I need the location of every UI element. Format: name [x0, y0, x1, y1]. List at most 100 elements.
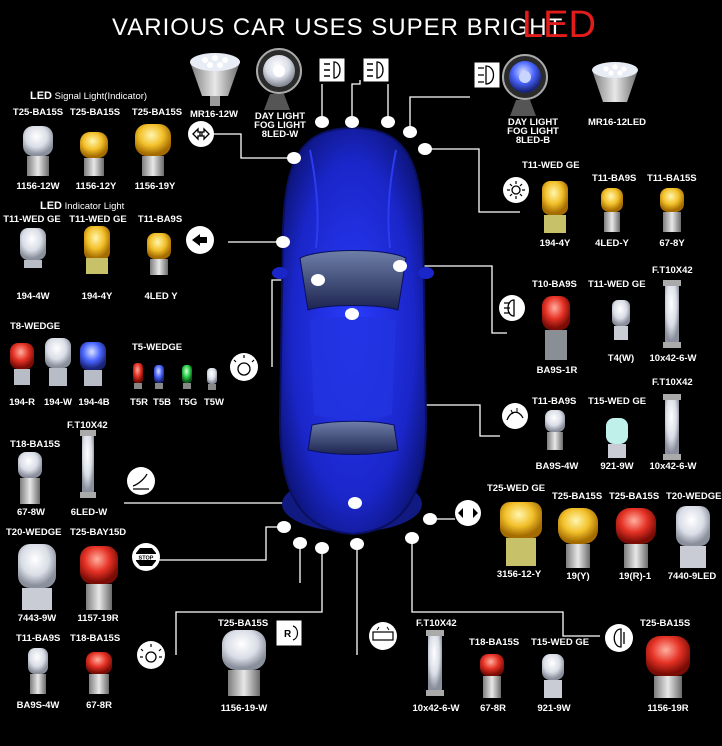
side-marker-icon	[455, 500, 481, 526]
bulb-3156-12-y	[500, 502, 542, 566]
bulb-t5r	[133, 363, 143, 389]
fog-light-b-lamp	[502, 54, 548, 116]
fog-light-icon	[473, 61, 501, 89]
bulb-7443-9w	[18, 544, 56, 610]
label-7440-9led: 7440-9LED	[667, 571, 717, 582]
label-t11-ba9s-b: T11-BA9S	[16, 633, 61, 644]
label-ba9s-4w-right: BA9S-4W	[535, 461, 579, 472]
label-10x42-6-w-low: 10x42-6-W	[649, 461, 697, 472]
bulb-ba9s-1r	[542, 296, 570, 360]
bulb-ba9s-4w-left	[28, 648, 48, 694]
rear-position-icon	[605, 624, 633, 652]
label-194-4y-right: 194-4Y	[539, 238, 571, 249]
label-4led-y-right: 4LED-Y	[595, 238, 629, 249]
seat-light-icon	[127, 467, 155, 495]
signal-group-title: LED Signal Light(Indicator)	[30, 90, 148, 102]
label-t20-wedge-left: T20-WEDGE	[6, 527, 62, 538]
bulb-t5g	[182, 365, 192, 389]
bulb-194-4y-right	[542, 181, 568, 233]
bulb-194-4y-left	[84, 226, 110, 274]
label-1156-19-w: 1156-19-W	[220, 703, 268, 714]
label-t10-ba9s: T10-BA9S	[532, 279, 577, 290]
label-67-8y: 67-8Y	[659, 238, 685, 249]
bulb-images	[10, 48, 710, 698]
label-1157-19r: 1157-19R	[77, 613, 119, 624]
label-fog-w-2: FOG LIGHT	[254, 120, 306, 131]
bulb-1156-12w	[23, 126, 53, 176]
bulb-10x42-6-w-bottom	[426, 630, 444, 696]
label-f-t10x42-a: F.T10X42	[67, 420, 108, 431]
label-t11-wedge-d: T11-WED GE	[588, 279, 646, 290]
label-ba9s-4w-left: BA9S-4W	[16, 700, 60, 711]
bulb-10x42-6-w-mid	[663, 280, 681, 348]
brake-icon: STOP	[132, 543, 160, 571]
label-67-8w: 67-8W	[17, 507, 45, 518]
label-7443-9w: 7443-9W	[17, 613, 57, 624]
label-t5-wedge: T5-WEDGE	[132, 342, 183, 353]
label-194-r: 194-R	[9, 397, 35, 408]
bulb-19-r-1	[616, 508, 656, 568]
label-t5w: T5W	[203, 397, 225, 408]
bulb-1156-19-w	[222, 630, 266, 696]
label-ba9s-1r: BA9S-1R	[536, 365, 578, 376]
svg-text:R: R	[284, 629, 292, 640]
label-19-y: 19(Y)	[566, 571, 590, 582]
bulb-921-9w-right	[606, 418, 628, 458]
label-t11-wedge-c: T11-WED GE	[522, 160, 580, 171]
bulb-194-r	[10, 343, 34, 385]
label-t11-ba9s-d: T11-BA9S	[532, 396, 577, 407]
label-6led-w: 6LED-W	[70, 507, 108, 518]
bulb-1157-19r	[80, 546, 118, 610]
label-t4w: T4(W)	[607, 353, 635, 364]
dome-light-icon	[230, 353, 258, 381]
label-t15-wedge-b: T15-WED GE	[588, 396, 647, 407]
label-t18-ba15s-a: T18-BA15S	[10, 439, 61, 450]
label-1156-12w: 1156-12W	[16, 181, 60, 192]
bulb-921-9w-bottom	[542, 654, 564, 698]
bulb-67-8y	[660, 188, 684, 232]
label-t25-ba15s-g: T25-BA15S	[609, 491, 660, 502]
label-10x42-6-w-bottom: 10x42-6-W	[412, 703, 460, 714]
label-67-8r-bottom: 67-8R	[480, 703, 506, 714]
mr16-12w-bulb	[190, 53, 240, 106]
bulb-194-w	[45, 338, 71, 386]
label-fog-b-3: 8LED-B	[515, 135, 551, 146]
bulb-1156-19y	[135, 124, 171, 176]
label-t11-wedge-b: T11-WED GE	[69, 214, 127, 225]
label-1156-12y: 1156-12Y	[75, 181, 117, 192]
label-194-4w: 194-4W	[16, 291, 50, 302]
bulb-67-8r-left	[86, 652, 112, 694]
label-fog-b-2: FOG LIGHT	[507, 126, 559, 137]
rear-indicator-icon: R	[275, 619, 303, 647]
bulb-19-y	[558, 508, 598, 568]
label-1156-19y: 1156-19Y	[134, 181, 176, 192]
bulb-194-4w	[20, 228, 46, 268]
bulb-6led-w	[80, 430, 96, 498]
indicator-group-title: LED Indicator Light	[40, 200, 125, 212]
fog-light-w-lamp	[256, 48, 302, 110]
bulb-10x42-6-w-low	[663, 394, 681, 460]
label-t25-wedge: T25-WED GE	[487, 483, 546, 494]
label-1156-19r: 1156-19R	[647, 703, 689, 714]
label-t18-ba15s-b: T18-BA15S	[70, 633, 121, 644]
label-f-t10x42-d: F.T10X42	[652, 377, 693, 388]
label-19-r-1: 19(R)-1	[618, 571, 652, 582]
label-194-w: 194-W	[44, 397, 72, 408]
bulb-1156-12y	[80, 132, 108, 176]
bulb-194-4b	[80, 342, 106, 386]
label-fog-b-1: DAY LIGHT	[507, 117, 559, 128]
stop-badge-text: STOP	[139, 556, 154, 562]
label-f-t10x42-b: F.T10X42	[416, 618, 457, 629]
label-f-t10x42-c: F.T10X42	[652, 265, 693, 276]
label-t15-wedge-a: T15-WED GE	[531, 637, 590, 648]
connection-dots	[276, 116, 437, 554]
label-t25-ba15s-b: T25-BA15S	[69, 107, 121, 118]
label-t5r: T5R	[130, 397, 148, 408]
label-fog-w-1: DAY LIGHT	[254, 111, 306, 122]
label-t25-ba15s-f: T25-BA15S	[552, 491, 603, 502]
bulb-t4w	[612, 300, 630, 340]
label-921-9w-bottom: 921-9W	[537, 703, 571, 714]
label-194-4b: 194-4B	[78, 397, 110, 408]
